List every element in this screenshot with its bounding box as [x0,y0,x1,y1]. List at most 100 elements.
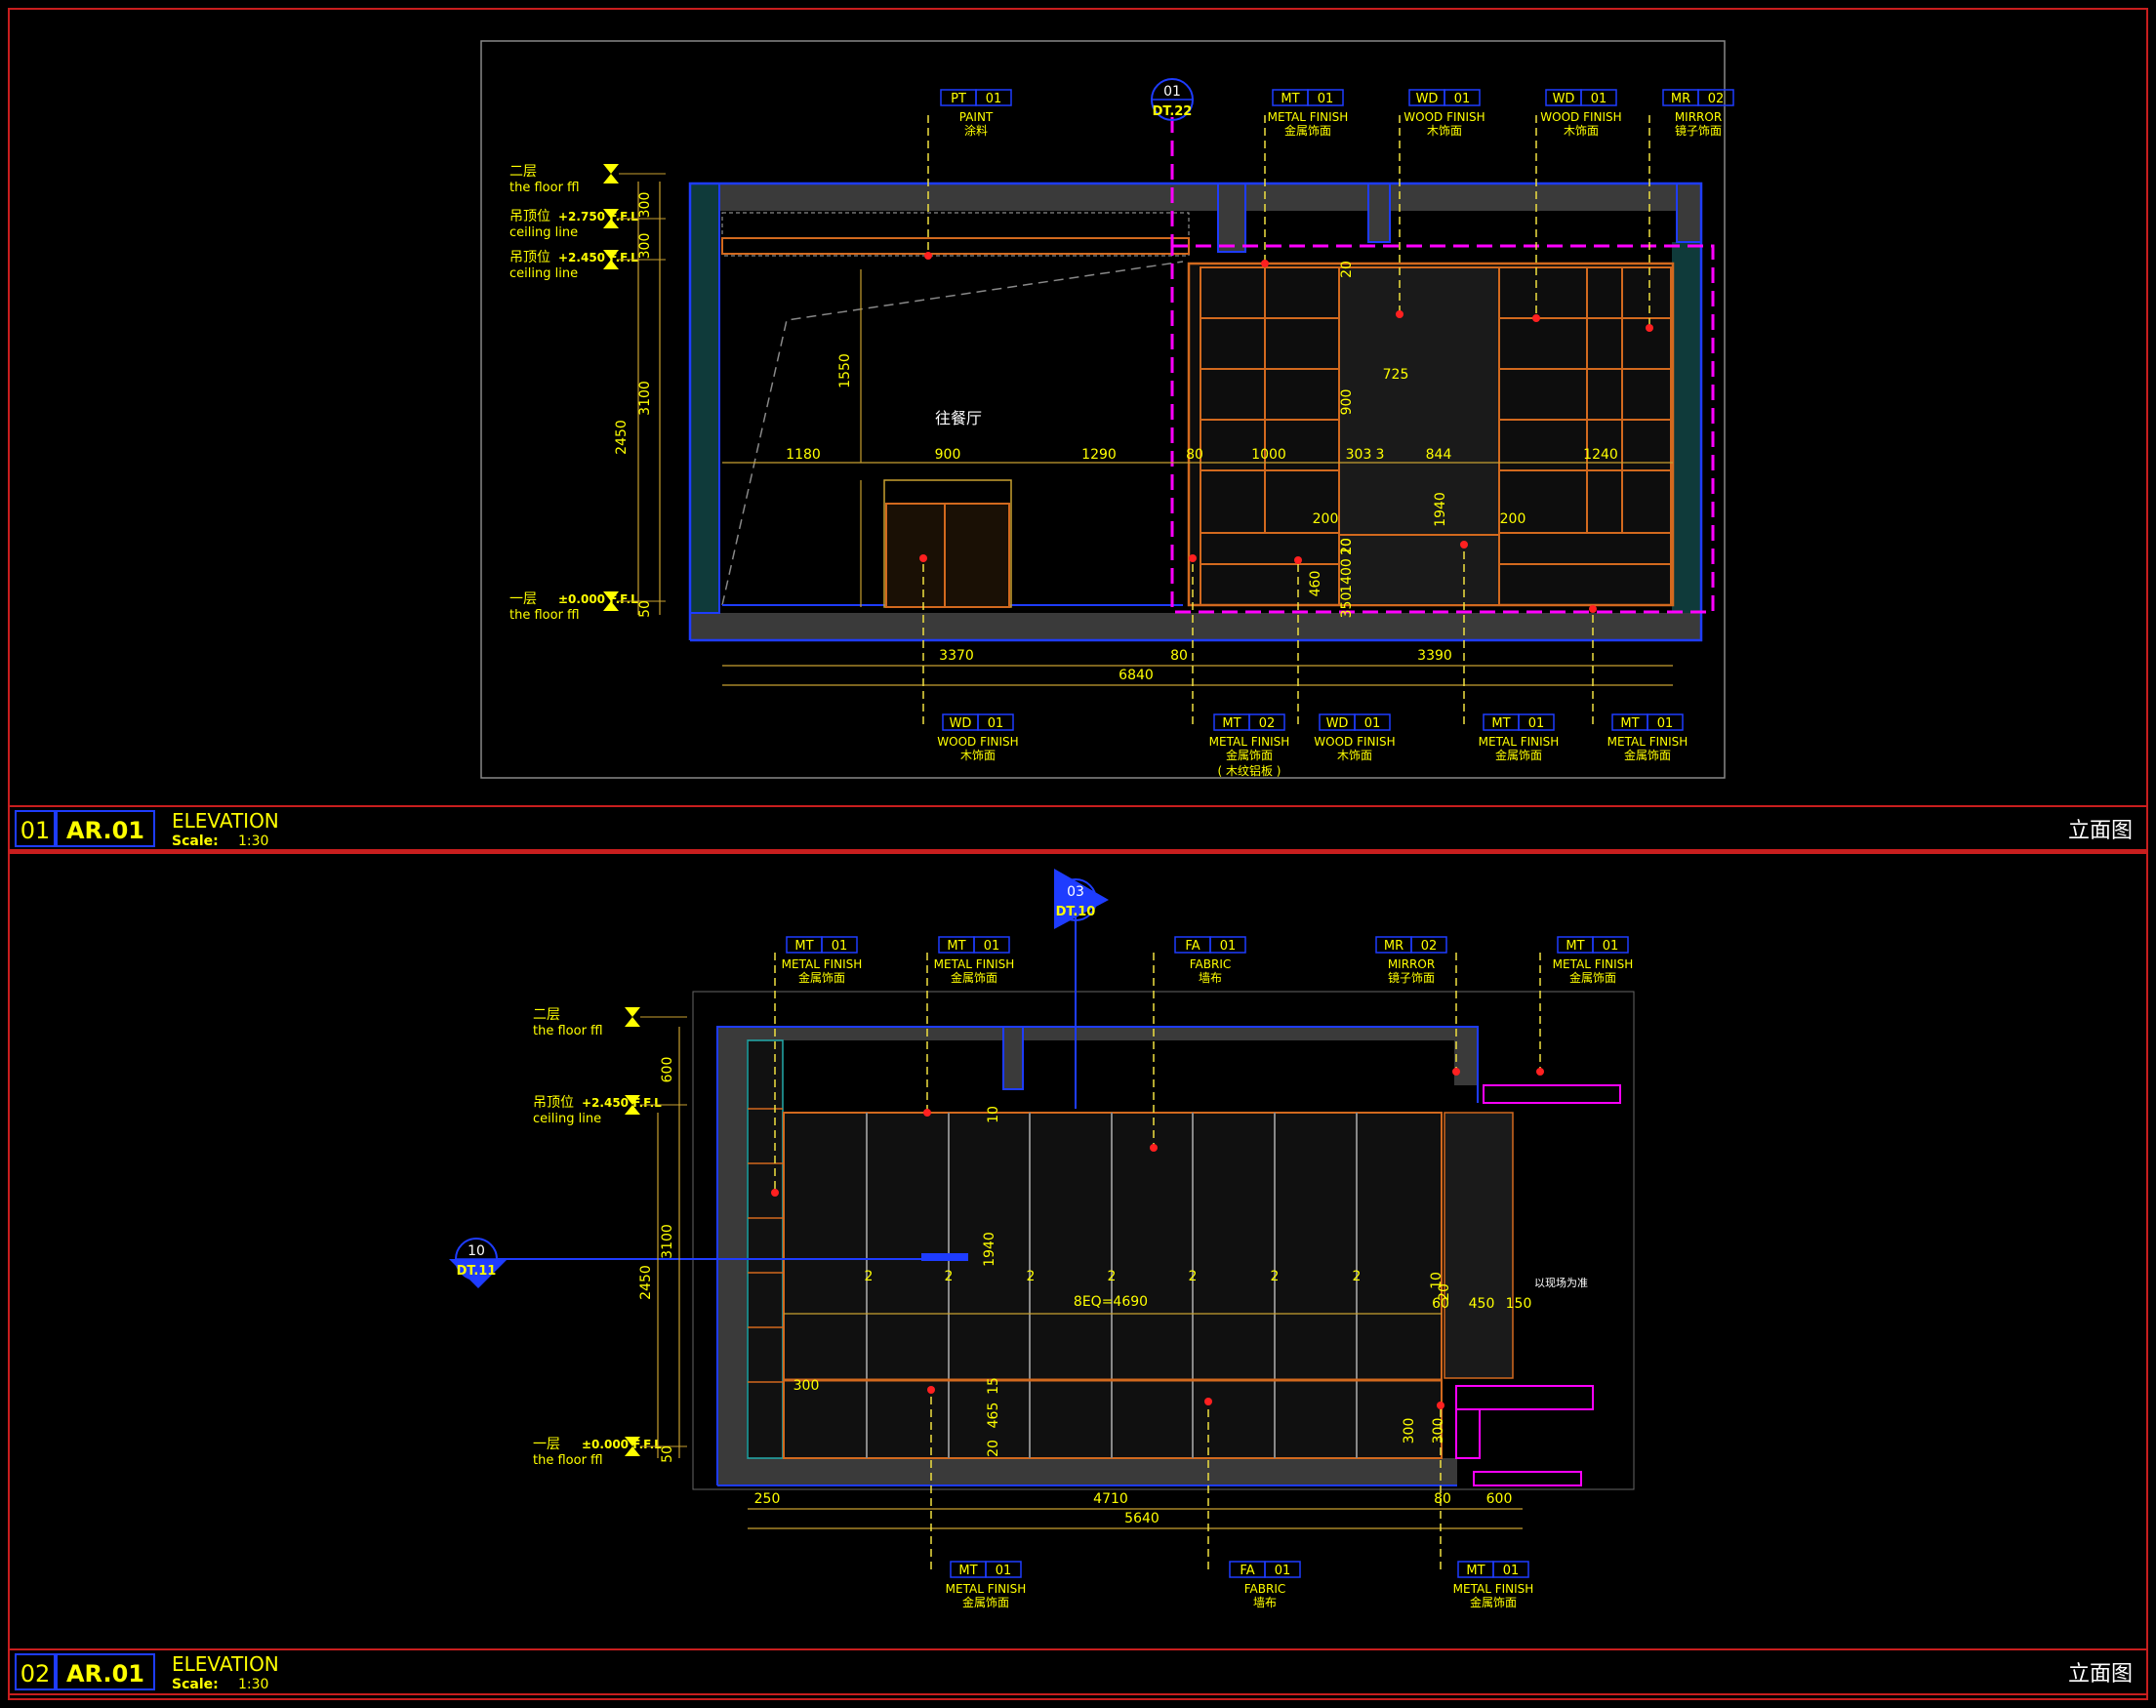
elev1-level-marker [603,591,619,611]
elev2-top-tag-en: MIRROR [1388,957,1435,971]
titleblock-code-box [56,810,155,847]
elev1-top-tag-leader-dot [1646,324,1653,332]
elev2-top-tag-code: MR [1384,939,1403,954]
elev1-top-tag-num: 01 [1591,92,1607,106]
elev1-top-tag-num: 01 [1454,92,1471,106]
elev1-level-value: +2.450 F.F.L [558,251,638,264]
floor-slab [690,613,1701,640]
elev2-top-tag-cn: 金属饰面 [1569,970,1616,985]
elev1-bottom-tag-en: METAL FINISH [1479,735,1560,749]
elev1-bottom-tag-leader-dot [1460,541,1468,549]
elev1-top-tag-code: MR [1671,92,1690,106]
elev1-top-tag-en: WOOD FINISH [1403,110,1485,124]
elev2-level-cn: 吊顶位 [533,1095,574,1111]
elev2-vdim: 3100 [660,1224,675,1259]
elev2-top-tag-code: MT [1566,939,1584,954]
elev1-hdim: 303 [1346,447,1372,463]
room-label: 往餐厅 [935,409,982,427]
elev2-bottom-tag-en: METAL FINISH [1453,1582,1534,1596]
elev2-level-marker [625,1007,640,1027]
left-wall [689,183,720,614]
elev1-top-tag-code: PT [951,92,966,106]
left-wall-2 [717,1027,747,1485]
elev2-bottom-tag-en: FABRIC [1244,1582,1286,1596]
elev1-level-value: ±0.000 F.F.L [558,592,638,606]
room-outline-2 [716,1026,1479,1485]
floor-slab-2 [717,1458,1457,1485]
titleblock-code: AR.01 [66,1660,144,1688]
elev1-bottom-tag-note: ( 木纹铝板 ) [1218,763,1281,778]
elev1-bottom-tag-cn: 金属饰面 [1495,748,1542,762]
elev1-hdim: 1290 [1081,447,1117,463]
section-marker-10-number: 10 [468,1243,485,1259]
elev1-hdim: 3 [1376,447,1385,463]
elev2-top-tag-leader-dot [1536,1068,1544,1076]
ceiling-soffit [721,212,1190,257]
elev1-top-tag-code: WD [1553,92,1575,106]
elev1-level-en: ceiling line [509,225,578,240]
elev2-top-tag-leader-dot [1150,1144,1158,1152]
elev2-bottom-tag-leader-dot [1437,1402,1444,1409]
elev2-bottom-tag-leader-dot [927,1386,935,1394]
titleblock-number-box [15,1653,56,1690]
elev2-top-tag-cn: 墙布 [1199,971,1222,985]
elev2-top-tag-num-box [1209,936,1246,954]
elev1-hdim: 1000 [1251,447,1286,463]
elev1-vdim: 3100 [637,381,653,416]
dim-lines-1 [637,182,1673,686]
elev2-hdim: 450 [1469,1296,1495,1312]
viewport-frame-1 [480,40,1726,779]
elev2-bottom-dim: 600 [1486,1491,1513,1507]
elev1-bottom-tag-num-box [1248,713,1285,731]
elev1-bottom-tag-code: MT [1222,716,1241,731]
stair-line [721,261,1184,606]
cabinet-center-panel [1338,266,1500,606]
elev2-level-cn: 一层 [533,1437,560,1452]
cabinet-right-column [1498,266,1672,606]
elev1-top-tag-en: WOOD FINISH [1540,110,1621,124]
elev2-bottom-dim: 250 [754,1491,781,1507]
elev1-top-tag-num-box [975,89,1012,106]
elev1-top-tag-cn: 涂料 [964,123,988,138]
elev2-bottom-tag-en: METAL FINISH [946,1582,1027,1596]
magenta-detail-foot [1473,1471,1582,1486]
beam-2 [1367,183,1391,243]
door-leaf [885,503,1010,608]
elev2-hdim: 60 [1432,1296,1449,1312]
elev2-bottom-tag-cn: 金属饰面 [1470,1595,1517,1609]
elev2-top-tag-code: FA [1185,939,1200,954]
elev1-bottom-tag-cn: 金属饰面 [1624,748,1671,762]
beam-2-1 [1002,1026,1024,1090]
elev1-bottom-dim: 3390 [1417,648,1452,664]
elev1-bottom-tag-num: 01 [988,716,1004,731]
section-marker-10-arrow [449,1259,508,1288]
elev1-vdim: 900 [1339,389,1355,416]
site-note: 以现场为准 [1534,1276,1588,1289]
elev1-top-tag-num: 02 [1708,92,1725,106]
elev1-bottom-tag-num-box [1647,713,1684,731]
elev1-top-tag-num: 01 [1318,92,1334,106]
titleblock-right-label: 立面图 [2068,819,2133,843]
elev1-bottom-tag-num: 01 [1657,716,1674,731]
titleblock-number-box [15,810,56,847]
elev2-top-tag-num: 01 [1220,939,1237,954]
titleblock-frame [8,805,2148,852]
right-wall [1672,242,1701,613]
section-marker-01-number: 01 [1163,84,1181,100]
elev1-hdim: 1240 [1583,447,1618,463]
elev2-bottom-tag-num: 01 [1503,1564,1520,1578]
elev2-hdim: 2 [1271,1269,1280,1284]
titleblock-code-box [56,1653,155,1690]
magenta-detail-base [1455,1408,1481,1459]
elev2-top-tag-num: 02 [1421,939,1438,954]
elev2-top-tag-cn: 金属饰面 [951,970,997,985]
section-marker-10-ref: DT.11 [457,1264,497,1279]
elev1-vdim: 300 [637,192,653,219]
elev1-bottom-tag-cn: 金属饰面 [1226,748,1273,762]
elev2-level-en: the floor ffl [533,1024,603,1038]
elev1-top-tag-code: MT [1281,92,1299,106]
section-marker-03-number: 03 [1067,884,1084,900]
elev1-top-tag-cn: 木饰面 [1564,124,1599,138]
elev1-vdim: 1940 [1433,492,1448,527]
elev1-vdim: 20 [1339,261,1355,278]
